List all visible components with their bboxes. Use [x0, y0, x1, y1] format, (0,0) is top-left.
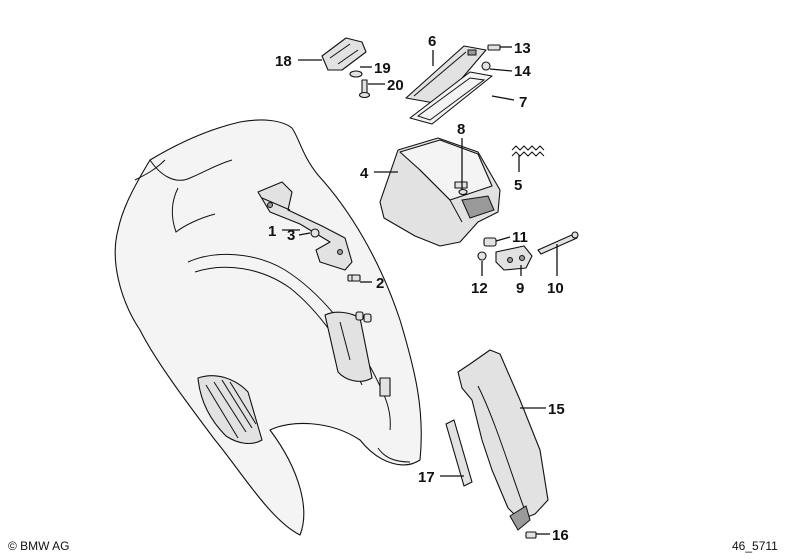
callout-9: 9 [516, 280, 524, 297]
copyright-text: © BMW AG [8, 539, 70, 553]
screw-part-20 [358, 79, 371, 99]
bracket-part-1 [257, 181, 353, 271]
callout-16: 16 [552, 527, 569, 544]
callout-5: 5 [514, 177, 522, 194]
washer-part-19 [349, 70, 363, 78]
bolt-part-10 [537, 231, 579, 255]
callout-10: 10 [547, 280, 564, 297]
lid-part-6 [405, 45, 487, 105]
callout-20: 20 [387, 77, 404, 94]
trim-panel-part-15 [457, 349, 549, 531]
diagram-id-text: 46_5711 [732, 539, 778, 553]
nut-part-12 [477, 251, 487, 261]
screw-part-16 [525, 531, 537, 539]
pin-part-11 [483, 237, 497, 247]
callout-8: 8 [457, 121, 465, 138]
spring-part-5 [511, 145, 545, 157]
callout-14: 14 [514, 63, 531, 80]
fairing-pins [355, 311, 372, 323]
screw-part-13 [487, 44, 501, 51]
callout-11: 11 [512, 229, 528, 246]
callout-18: 18 [275, 53, 292, 70]
washer-part-14 [481, 61, 491, 71]
screw-part-2 [347, 274, 361, 282]
callout-labels: 1 2 3 4 5 6 7 8 9 10 11 12 13 14 15 16 1… [268, 33, 569, 544]
leader-lines [282, 46, 558, 535]
callout-1: 1 [268, 223, 276, 240]
callout-7: 7 [519, 94, 527, 111]
callout-4: 4 [360, 165, 369, 182]
callout-19: 19 [374, 60, 391, 77]
nut-part-3 [310, 228, 320, 238]
seal-part-7 [409, 71, 493, 125]
hinge-part-18 [321, 37, 367, 71]
fairing-panel [114, 119, 422, 536]
callout-3: 3 [287, 227, 295, 244]
strip-part-17 [445, 419, 473, 487]
callout-12: 12 [471, 280, 488, 297]
callout-13: 13 [514, 40, 531, 57]
plug-part-8 [458, 188, 468, 196]
callout-17: 17 [418, 469, 435, 486]
callout-6: 6 [428, 33, 436, 50]
callout-15: 15 [548, 401, 565, 418]
latch-part-9 [495, 245, 533, 271]
storage-box-part-4 [379, 137, 501, 247]
callout-2: 2 [376, 275, 384, 292]
